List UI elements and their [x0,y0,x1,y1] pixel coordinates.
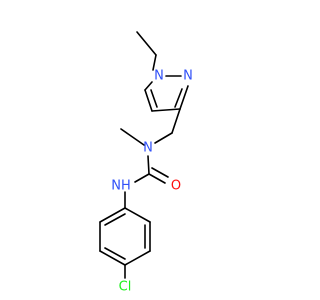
bond-carbonyl-o-1 [148,173,166,184]
bond-namide-methyl [120,128,145,146]
atom-n-amide: N [143,141,153,156]
bond-c3-c4 [151,108,181,112]
bond-ethyl-ch2 [152,54,157,71]
bond-ph-3 [124,250,151,266]
atom-n1: N [154,69,164,84]
bond-ph-4-double [104,247,126,260]
atom-o: O [171,179,181,194]
bond-namide-carbonyl [147,155,150,175]
atom-cl: Cl [119,280,132,295]
bond-n2-c3-double [174,88,183,108]
bond-c4-ch2 [171,108,181,134]
molecule-canvas: N N N NH O Cl [99,31,193,295]
bond-n2-c3 [179,85,189,110]
molecule-structure: N N N NH O Cl [99,31,193,295]
bond-ph-6-double [104,213,126,226]
bond-ch2-namide [154,132,173,144]
bond-ethyl-ch3 [136,31,157,56]
atom-n2: N [183,69,193,84]
bond-c5-n1 [144,81,153,91]
atom-nh: NH [111,179,131,194]
bond-carbonyl-nh [134,173,150,183]
bond-c4-c5 [144,89,153,112]
bond-ph-4 [99,250,126,266]
bond-ph-6 [99,207,126,223]
bond-c4-c5-double [150,89,158,108]
bond-carbonyl-o-2 [151,167,169,178]
bond-ph-1 [124,207,151,223]
